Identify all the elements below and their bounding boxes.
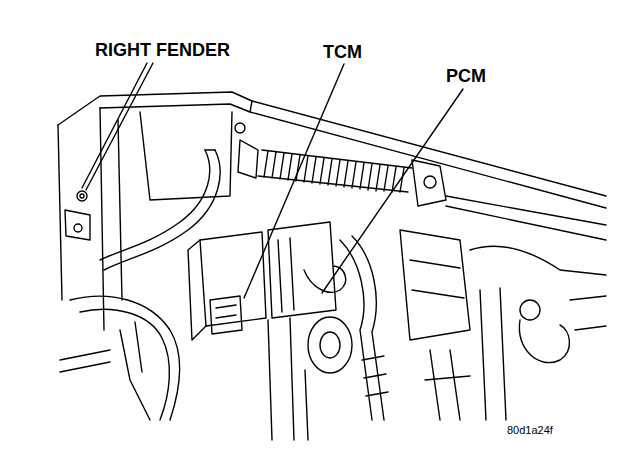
label-holder: RIGHT FENDER (95, 40, 230, 61)
edge-lines (570, 296, 606, 330)
tube-clamp (412, 160, 446, 206)
wire-branch (120, 322, 150, 420)
hose-center (340, 240, 372, 420)
wire (60, 350, 110, 372)
part-label: TCM (323, 42, 362, 63)
bracket-hole (74, 224, 82, 232)
wire-harness (70, 296, 179, 420)
label-holder: 80d1a24f (507, 424, 553, 436)
stud (235, 123, 245, 133)
tcm-connector (210, 296, 242, 334)
wire-right (470, 246, 606, 275)
leader-line (82, 63, 153, 190)
hose-edge (104, 150, 220, 270)
corrugated-tube-edge (258, 150, 412, 192)
fender-bolt-center (80, 194, 84, 198)
corrugated-tube-ribs (264, 151, 404, 192)
part-label: RIGHT FENDER (95, 40, 230, 61)
figure-code: 80d1a24f (507, 424, 553, 436)
label-holder: PCM (446, 66, 486, 87)
fender-seam (250, 101, 252, 112)
label-holder: TCM (323, 42, 362, 63)
hose-end (205, 149, 215, 150)
connector-latch (216, 305, 236, 318)
cowl-line (446, 196, 606, 240)
hose-center-edge (352, 236, 384, 420)
hose-clamp (362, 356, 388, 396)
pulley (308, 317, 352, 373)
clamp-bolt (424, 176, 436, 188)
fender-inner-edge (100, 104, 606, 208)
bracket-detail (410, 260, 464, 298)
fitting (520, 300, 540, 320)
part-label: PCM (446, 66, 486, 87)
fender-bolt (77, 191, 87, 201)
leader-line (244, 64, 344, 298)
rod (480, 288, 506, 420)
pcm-module (268, 222, 336, 318)
tcm-module-side (188, 240, 206, 340)
hose (100, 150, 210, 260)
vertical-bars (268, 318, 308, 440)
bracket (65, 210, 90, 240)
fender-edge (58, 92, 606, 196)
tube-coupler (238, 140, 258, 178)
tcm-module (200, 232, 266, 326)
module-ribs (278, 238, 294, 312)
loop-hose (519, 320, 569, 363)
pulley-hub (320, 332, 340, 358)
leader-line (322, 89, 463, 293)
lower-part (425, 350, 470, 420)
bracket-right (400, 230, 470, 340)
